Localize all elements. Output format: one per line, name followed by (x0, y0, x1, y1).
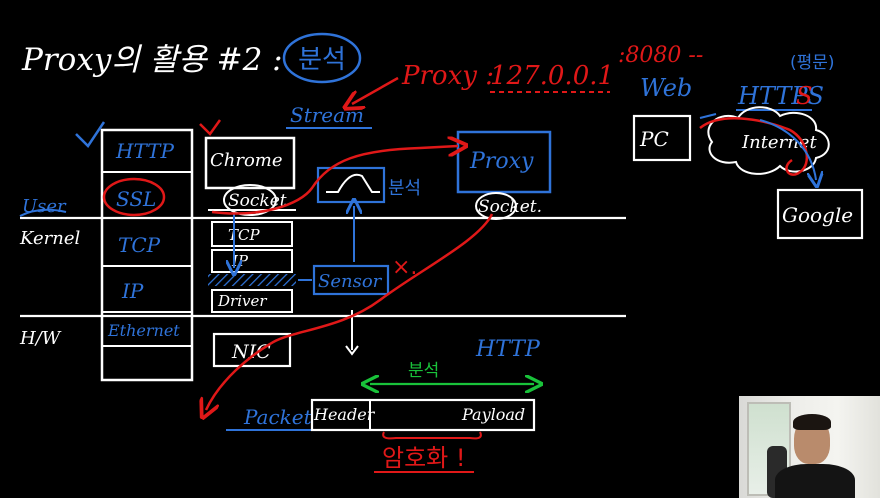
packet-box (310, 398, 536, 432)
ssl-red-circle (102, 177, 166, 217)
proxy-address-port: :8080 -- (618, 43, 703, 68)
user-underline (19, 208, 67, 217)
pc-box (632, 114, 692, 162)
osi-ip: IP (121, 279, 144, 303)
https-red-s: S (796, 82, 812, 110)
presenter-hair (793, 414, 831, 430)
red-arrow-to-stream (352, 76, 399, 104)
white-arrow-down-head (345, 345, 359, 356)
packet-payload-label: Payload (461, 405, 525, 424)
osi-stack: HTTP SSL TCP IP Ethernet (100, 128, 194, 382)
proxy-box-label: Proxy (469, 149, 534, 174)
red-curve-socket-to-proxy (211, 146, 458, 215)
analysis-over-payload: 분석 (408, 361, 439, 381)
sensor-label: Sensor (318, 271, 383, 292)
analysis-box-curve (326, 173, 380, 193)
impl-socket: Socket (228, 191, 287, 211)
check-mark-chrome (199, 119, 222, 136)
encrypted-bracket (382, 431, 482, 440)
layer-hw-label: H/W (19, 328, 62, 349)
title-circled-word: 분석 (298, 45, 346, 75)
http-over-payload: HTTP (475, 337, 541, 362)
pc-label: PC (639, 127, 669, 151)
check-mark-http (75, 121, 106, 148)
analysis-box (316, 166, 386, 204)
encrypted-label: 암호화 ! (382, 444, 466, 472)
impl-driver: Driver (217, 292, 267, 310)
google-label: Google (782, 203, 853, 227)
hatched-hook-area (208, 274, 296, 286)
stream-label: Stream (290, 103, 364, 127)
layer-kernel-label: Kernel (19, 228, 80, 249)
packet-label: Packet (243, 405, 313, 429)
web-blue-arrow (759, 119, 816, 180)
packet-header-label: Header (313, 405, 376, 424)
web-red-loop (699, 117, 809, 176)
red-curve-proxy-to-packet (206, 213, 494, 410)
title-text: Proxy의 활용 #2 : (21, 42, 283, 78)
impl-chrome: Chrome (210, 150, 283, 171)
presenter-webcam (739, 396, 880, 498)
socket-white-circle (223, 184, 277, 216)
https-label: HTTPS (737, 82, 824, 110)
proxy-socket-label: Socket. (478, 197, 542, 217)
web-arrow (699, 113, 717, 119)
osi-ssl: SSL (116, 187, 156, 211)
proxy-address-label: Proxy : (401, 61, 494, 91)
proxy-address-ip: 127.0.0.1 (490, 61, 614, 91)
osi-tcp: TCP (118, 233, 161, 257)
google-box (776, 188, 864, 240)
layer-user-label: User (22, 196, 67, 217)
web-label: Web (640, 74, 692, 102)
analysis-side-label: 분석 (388, 178, 421, 199)
presenter-body (775, 464, 855, 498)
plaintext-label: (평문) (790, 53, 835, 73)
impl-nic: NIC (231, 341, 271, 363)
impl-stack: Chrome Socket TCP IP Driver NIC (204, 136, 296, 368)
sensor-box (312, 264, 390, 296)
proxy-box (456, 130, 552, 194)
osi-ethernet: Ethernet (107, 321, 180, 340)
osi-http: HTTP (115, 139, 174, 163)
title-circle (282, 32, 362, 84)
proxy-socket-circle (475, 192, 517, 220)
impl-tcp: TCP (228, 226, 260, 244)
